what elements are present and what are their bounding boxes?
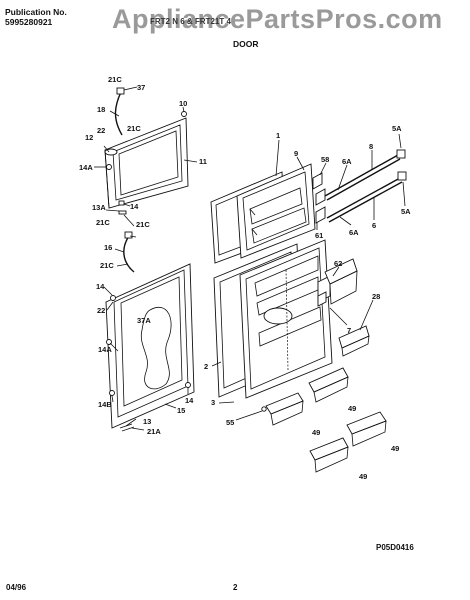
watermark: AppliancePartsPros.com — [112, 4, 443, 34]
model-text: FRT2 N 6 & FRT21T 4 — [150, 17, 231, 26]
callout-14: 14 — [96, 282, 105, 291]
callout-14: 14 — [130, 202, 139, 211]
freezer-hinge-wire — [114, 87, 125, 136]
callout-10: 10 — [179, 99, 187, 108]
callout-11: 11 — [199, 157, 207, 166]
freezer-door-gasket — [118, 130, 179, 196]
callout-61: 61 — [315, 231, 323, 240]
callout-21C: 21C — [136, 220, 150, 229]
fresh-food-door-liner — [239, 239, 333, 399]
callout-13: 13 — [143, 417, 151, 426]
callout-49: 49 — [391, 444, 399, 453]
callout-13A: 13A — [92, 203, 106, 212]
door-bins-upper — [324, 258, 370, 357]
callout-2: 2 — [204, 362, 208, 371]
callout-14A: 14A — [79, 163, 93, 172]
footer-date: 04/96 — [6, 583, 27, 592]
page-number: 2 — [233, 583, 238, 592]
callout-5A: 5A — [392, 124, 402, 133]
fresh-food-small-parts — [106, 295, 191, 432]
callout-6A: 6A — [342, 157, 352, 166]
callout-62: 62 — [334, 259, 342, 268]
callout-21C: 21C — [127, 124, 141, 133]
callout-49: 49 — [348, 404, 356, 413]
callout-9: 9 — [294, 149, 298, 158]
drawing-code: P05D0416 — [376, 543, 414, 552]
callout-6: 6 — [372, 221, 376, 230]
callout-55: 55 — [226, 418, 234, 427]
callout-14B: 14B — [98, 400, 112, 409]
callout-21C: 21C — [108, 75, 122, 84]
callout-16: 16 — [104, 243, 112, 252]
callout-37: 37 — [137, 83, 145, 92]
callout-22: 22 — [97, 126, 105, 135]
callout-labels: 21C 37 18 10 22 12 21C 14A 11 13A 14 21C… — [79, 75, 411, 481]
publication-number: 5995280921 — [5, 17, 53, 27]
callout-3: 3 — [211, 398, 215, 407]
callout-49: 49 — [312, 428, 320, 437]
fresh-food-shelf-parts — [317, 275, 331, 307]
freezer-shelf-brackets — [312, 172, 326, 224]
callout-49: 49 — [359, 472, 367, 481]
callout-15: 15 — [177, 406, 185, 415]
callout-21C: 21C — [96, 218, 110, 227]
freezer-door-bars — [324, 149, 407, 223]
freezer-door-outer — [104, 117, 189, 209]
callout-21A: 21A — [147, 427, 161, 436]
callout-21C: 21C — [100, 261, 114, 270]
callout-37A: 37A — [137, 316, 151, 325]
callout-7: 7 — [347, 326, 351, 335]
callout-58: 58 — [321, 155, 329, 164]
door-bins-lower — [265, 367, 387, 473]
section-title: DOOR — [233, 39, 259, 49]
leader-lines — [94, 86, 406, 431]
callout-28: 28 — [372, 292, 380, 301]
callout-14A: 14A — [98, 345, 112, 354]
fresh-food-door-gasket — [120, 276, 183, 407]
callout-18: 18 — [97, 105, 105, 114]
callout-6A: 6A — [349, 228, 359, 237]
freezer-door-liner — [236, 163, 316, 259]
callout-22: 22 — [97, 306, 105, 315]
callout-5A: 5A — [401, 207, 411, 216]
callout-12: 12 — [85, 133, 93, 142]
door-screw — [261, 406, 267, 412]
publication-label: Publication No. — [5, 7, 67, 17]
callout-14: 14 — [185, 396, 194, 405]
callout-8: 8 — [369, 142, 373, 151]
fresh-food-hinge-wire — [123, 231, 135, 273]
callout-1: 1 — [276, 131, 280, 140]
